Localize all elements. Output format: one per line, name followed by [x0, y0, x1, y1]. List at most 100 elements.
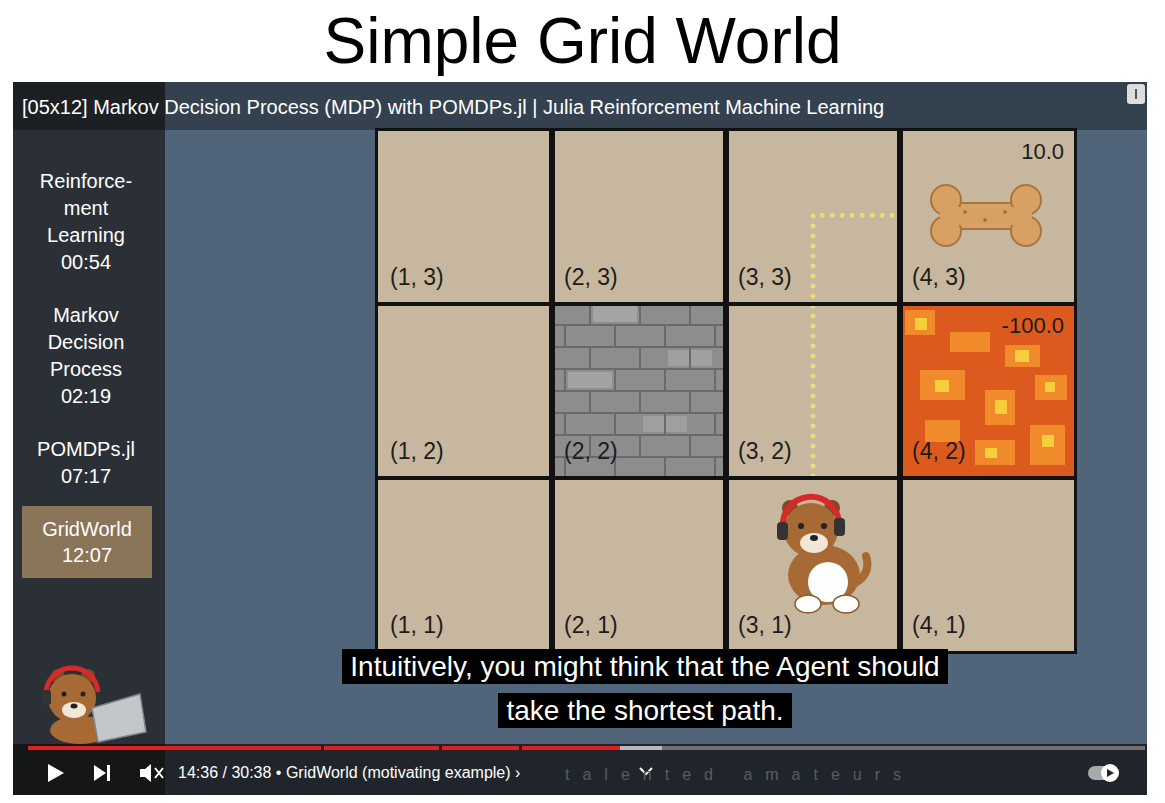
- next-icon: [94, 765, 106, 781]
- headphone-band: [46, 668, 98, 696]
- cell-coordinate: (1, 3): [390, 263, 542, 291]
- lava-patch: [920, 370, 965, 400]
- label-holder: Intuitively, you might think that the Ag…: [325, 647, 965, 735]
- stone-brick: [593, 306, 637, 322]
- lava-spark: [1045, 382, 1055, 392]
- grid-cell: (1, 1): [375, 476, 555, 654]
- grid-floor: [375, 128, 1075, 654]
- mascot-with-laptop: [42, 668, 146, 744]
- dog-muzzle: [800, 533, 828, 553]
- bone-fill: [940, 207, 1032, 225]
- dog-nose: [71, 704, 78, 709]
- label-holder: [05x12] Markov Decision Process (MDP) wi…: [22, 94, 1122, 120]
- cell-coordinate: (1, 2): [390, 437, 542, 465]
- play-icon: [48, 764, 64, 782]
- lava-patch: [950, 332, 990, 352]
- lava: [898, 303, 1074, 479]
- cell-coordinate: (4, 2): [912, 437, 1064, 465]
- cell-coordinate: (3, 1): [738, 611, 890, 639]
- mute-icon: [140, 764, 151, 782]
- bone: [931, 185, 1041, 246]
- chapter-gap: [439, 746, 442, 750]
- cell-coordinate: (2, 2): [564, 437, 716, 465]
- dog-eye: [81, 692, 86, 697]
- chapter-title: POMDPs.jl 07:17: [26, 436, 146, 490]
- headphone-cup: [42, 690, 51, 705]
- lava-patch: [905, 310, 935, 335]
- mute-cross: [155, 768, 163, 778]
- stone-base: [550, 303, 726, 479]
- next-icon-bar: [107, 765, 110, 781]
- lava-patch: [1030, 425, 1065, 465]
- chapter-title: Reinforce- ment Learning 00:54: [26, 168, 146, 276]
- grid-cell: (3, 3): [723, 128, 903, 306]
- grid-cell: (1, 2): [375, 302, 555, 480]
- lava-patch: [1005, 345, 1040, 367]
- lava-patch: [975, 440, 1015, 465]
- video-background: [13, 82, 1147, 795]
- label-holder: POMDPs.jl 07:17: [26, 436, 146, 490]
- lava-spark: [995, 400, 1007, 414]
- agent-cell: (3, 1): [723, 476, 903, 654]
- headphone-band: [783, 497, 839, 528]
- progress-buffered: [620, 746, 662, 750]
- chapter-button: GridWorld 12:07: [22, 506, 152, 578]
- reward-value: -100.0: [1002, 313, 1064, 339]
- headphone-cup: [834, 518, 845, 536]
- chapter-title: Markov Decision Process 02:19: [26, 302, 146, 410]
- watermark: talented amateurs: [565, 765, 1085, 785]
- stone-brick: [568, 372, 612, 388]
- reward-value: 10.0: [1021, 139, 1064, 165]
- cell-coordinate: (4, 3): [912, 263, 1064, 291]
- stone-wall: [550, 303, 726, 479]
- label-holder: Reinforce- ment Learning 00:54: [26, 168, 146, 276]
- cell-coordinate: (1, 1): [390, 611, 542, 639]
- bone-dot: [963, 210, 967, 214]
- dog-muzzle: [62, 702, 86, 718]
- lava-spark: [985, 448, 997, 458]
- autoplay-knob: [1101, 764, 1119, 782]
- label-holder: talented amateurs: [565, 765, 1085, 785]
- subtitle: Intuitively, you might think that the Ag…: [342, 649, 947, 728]
- grid-cell: (2, 3): [549, 128, 729, 306]
- lava-spark: [1042, 435, 1054, 447]
- corner-glyph: [1135, 89, 1137, 99]
- title-bar-shade: [13, 82, 1147, 130]
- dog-foot: [795, 595, 821, 613]
- lava-spark: [935, 380, 949, 392]
- chapter-sidebar: [13, 82, 165, 795]
- grid-cell: (4, 1): [897, 476, 1077, 654]
- chapter-title: GridWorld 12:07: [28, 516, 146, 568]
- dog-head: [784, 503, 838, 557]
- lava-patch: [1035, 375, 1067, 400]
- agent-dog: [777, 497, 867, 613]
- dog-eye: [62, 692, 67, 697]
- progress-played: [28, 746, 620, 750]
- dog-nose: [810, 535, 818, 541]
- grid-cell: (1, 3): [375, 128, 555, 306]
- headphone-cup: [777, 522, 788, 540]
- cell-coordinate: (2, 3): [564, 263, 716, 291]
- chapter-gap: [321, 746, 324, 750]
- dog-foot: [833, 595, 859, 613]
- corner-button: [1127, 84, 1145, 104]
- path-dots: [813, 215, 897, 476]
- cell-coordinate: (3, 3): [738, 263, 890, 291]
- grid-cell: (3, 2): [723, 302, 903, 480]
- lava-patch: [985, 390, 1015, 425]
- goal-cell: 10.0 (4, 3): [897, 128, 1077, 306]
- lava-base: [898, 303, 1074, 479]
- stone-joints: [550, 303, 726, 479]
- bone-dot: [1003, 210, 1007, 214]
- cell-coordinate: (3, 2): [738, 437, 890, 465]
- lava-spark: [915, 318, 927, 330]
- laptop: [92, 694, 146, 742]
- control-bar: [13, 744, 1147, 795]
- wall-cell: (2, 2): [549, 302, 729, 480]
- progress-track: [28, 746, 1145, 750]
- bone-dot: [983, 218, 987, 222]
- lava-spark: [1015, 350, 1029, 362]
- dog-head: [48, 674, 96, 722]
- dog-eye: [798, 523, 804, 529]
